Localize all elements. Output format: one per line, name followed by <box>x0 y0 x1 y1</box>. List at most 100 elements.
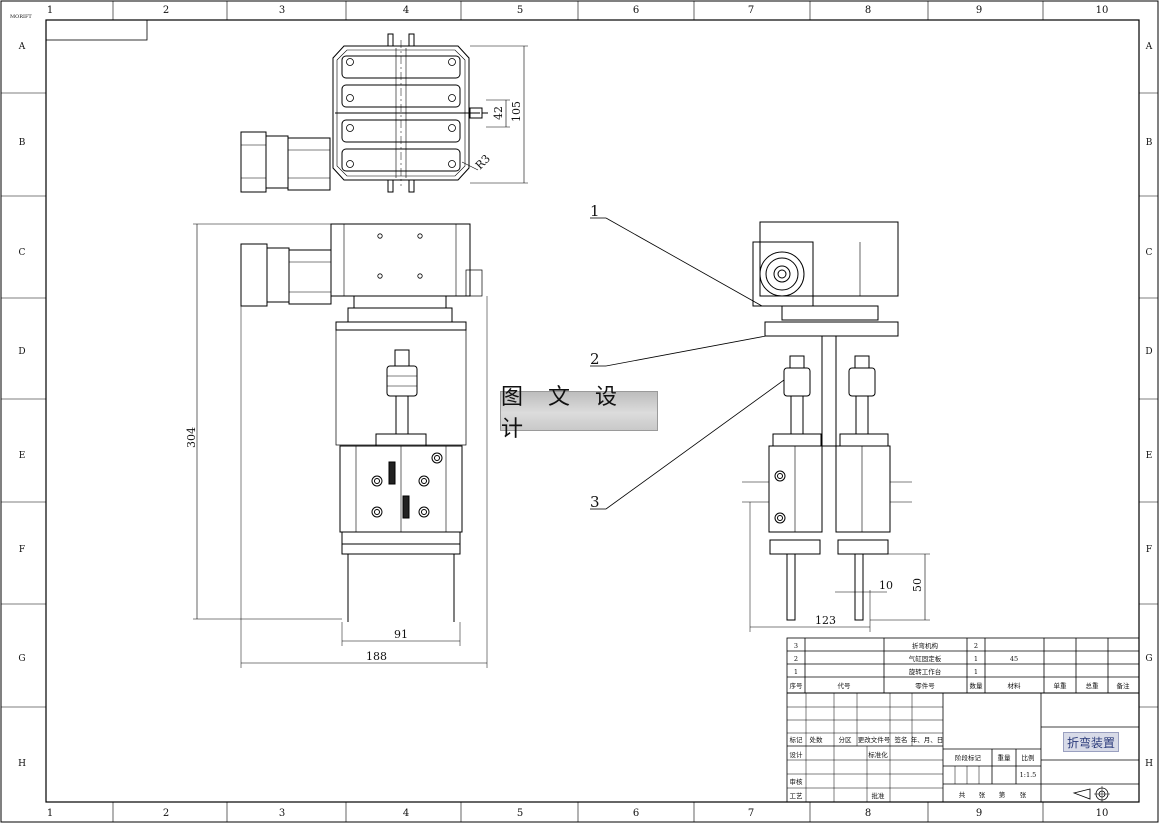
watermark-banner: 图 文 设 计 <box>500 385 658 442</box>
tb-sheets-total: 共 <box>959 790 966 799</box>
row2-qty: 1 <box>974 655 978 663</box>
zone-row-F: F <box>19 545 25 555</box>
top-view <box>240 33 528 193</box>
zone-col-5-b: 5 <box>517 808 523 819</box>
zone-col-6: 6 <box>633 5 639 16</box>
header-total-weight: 总重 <box>1086 681 1100 690</box>
zone-row-A-r: A <box>1145 42 1153 52</box>
tb-sheet-of: 第 <box>999 790 1006 799</box>
zone-row-E: E <box>19 451 26 461</box>
zone-col-6-b: 6 <box>633 808 639 819</box>
zone-col-9: 9 <box>976 5 982 16</box>
zone-row-D: D <box>18 347 25 357</box>
row3-qty: 2 <box>974 642 978 650</box>
zone-col-8: 8 <box>865 5 871 16</box>
zone-col-10: 10 <box>1096 5 1109 16</box>
header-remark: 备注 <box>1117 681 1131 690</box>
drawing-name: 折弯装置 <box>1063 732 1119 752</box>
zone-col-1-b: 1 <box>47 808 53 819</box>
header-unit-weight: 单重 <box>1054 681 1068 690</box>
name-box <box>45 19 148 41</box>
header-code: 代号 <box>838 681 852 690</box>
dim-front-total-width: 188 <box>366 650 387 663</box>
balloon-2: 2 <box>590 350 600 368</box>
zone-col-7-b: 7 <box>748 808 754 819</box>
row3-no: 3 <box>794 642 798 650</box>
tb-weight: 重量 <box>998 754 1012 762</box>
dim-front-base-width: 91 <box>394 628 408 641</box>
inner-frame <box>45 19 1140 803</box>
dim-top-inner: 42 <box>492 106 505 120</box>
zone-col-1: 1 <box>47 5 53 16</box>
zone-labels-bottom: 1 2 3 4 5 6 7 8 9 10 <box>47 808 1109 819</box>
zone-col-8-b: 8 <box>865 808 871 819</box>
zone-row-G-r: G <box>1145 654 1152 664</box>
row2-material: 45 <box>1010 655 1018 663</box>
zone-row-H: H <box>18 759 26 769</box>
parts-list-text: 3 折弯机构 2 2 气缸固定板 1 45 1 旋转工作台 1 序号 代号 零件… <box>790 641 1131 800</box>
zone-col-9-b: 9 <box>976 808 982 819</box>
row3-name: 折弯机构 <box>912 641 939 650</box>
zone-col-2: 2 <box>163 5 169 16</box>
dim-side-width: 123 <box>815 614 836 627</box>
side-view <box>590 217 930 632</box>
tb-change-doc: 更改文件号 <box>858 735 891 744</box>
corner-mark: MORIFT <box>10 14 32 20</box>
tb-approve: 批准 <box>872 791 886 800</box>
row2-no: 2 <box>794 655 798 663</box>
zone-row-B-r: B <box>1146 138 1153 148</box>
header-name: 零件号 <box>915 681 935 690</box>
dim-front-height: 304 <box>185 427 198 448</box>
zone-col-4: 4 <box>403 5 409 16</box>
header-no: 序号 <box>790 681 804 690</box>
zone-col-2-b: 2 <box>163 808 169 819</box>
zone-row-C-r: C <box>1146 248 1153 258</box>
zone-col-3: 3 <box>279 5 285 16</box>
tb-sheet-unit2: 张 <box>1020 790 1027 799</box>
zone-labels-top: 1 2 3 4 5 6 7 8 9 10 <box>47 5 1109 16</box>
row2-name: 气缸固定板 <box>909 654 942 663</box>
tb-review: 审核 <box>790 777 804 786</box>
zone-row-C: C <box>19 248 26 258</box>
zone-row-F-r: F <box>1146 545 1152 555</box>
zone-row-E-r: E <box>1146 451 1153 461</box>
zone-row-A: A <box>18 42 26 52</box>
dim-top-height: 105 <box>510 101 523 122</box>
tb-mark: 标记 <box>790 735 804 744</box>
zone-row-H-r: H <box>1145 759 1153 769</box>
zone-col-10-b: 10 <box>1096 808 1109 819</box>
header-material: 材料 <box>1008 681 1022 690</box>
tb-zone: 分区 <box>839 735 853 744</box>
zone-col-7: 7 <box>748 5 754 16</box>
front-view <box>193 223 488 668</box>
tb-scale-value: 1:1.5 <box>1020 771 1037 779</box>
row1-no: 1 <box>794 668 798 676</box>
tb-count: 处数 <box>810 735 824 744</box>
row1-name: 旋转工作台 <box>909 667 942 676</box>
tb-scale: 比例 <box>1022 753 1035 762</box>
row1-qty: 1 <box>974 668 978 676</box>
tb-date: 年、月、日 <box>911 735 944 744</box>
tb-sign: 签名 <box>895 735 908 744</box>
tb-design: 设计 <box>790 750 804 759</box>
tb-sheets-unit: 张 <box>979 790 986 799</box>
zone-row-D-r: D <box>1145 347 1152 357</box>
balloon-1: 1 <box>590 202 600 220</box>
balloon-3: 3 <box>590 493 600 511</box>
zone-row-G: G <box>18 654 25 664</box>
parts-list-grid <box>786 637 1140 803</box>
dim-side-slot: 10 <box>879 579 893 592</box>
zone-col-3-b: 3 <box>279 808 285 819</box>
tb-standardize: 标准化 <box>868 750 888 759</box>
tb-process: 工艺 <box>790 792 804 800</box>
tb-stage-mark: 阶段标记 <box>955 753 982 762</box>
zone-row-B: B <box>19 138 26 148</box>
dim-side-height: 50 <box>911 578 924 592</box>
header-qty: 数量 <box>970 681 984 690</box>
zone-labels-rows: A B C D E F G H A B C D E F G H <box>18 42 1153 769</box>
zone-col-4-b: 4 <box>403 808 409 819</box>
zone-col-5: 5 <box>517 5 523 16</box>
